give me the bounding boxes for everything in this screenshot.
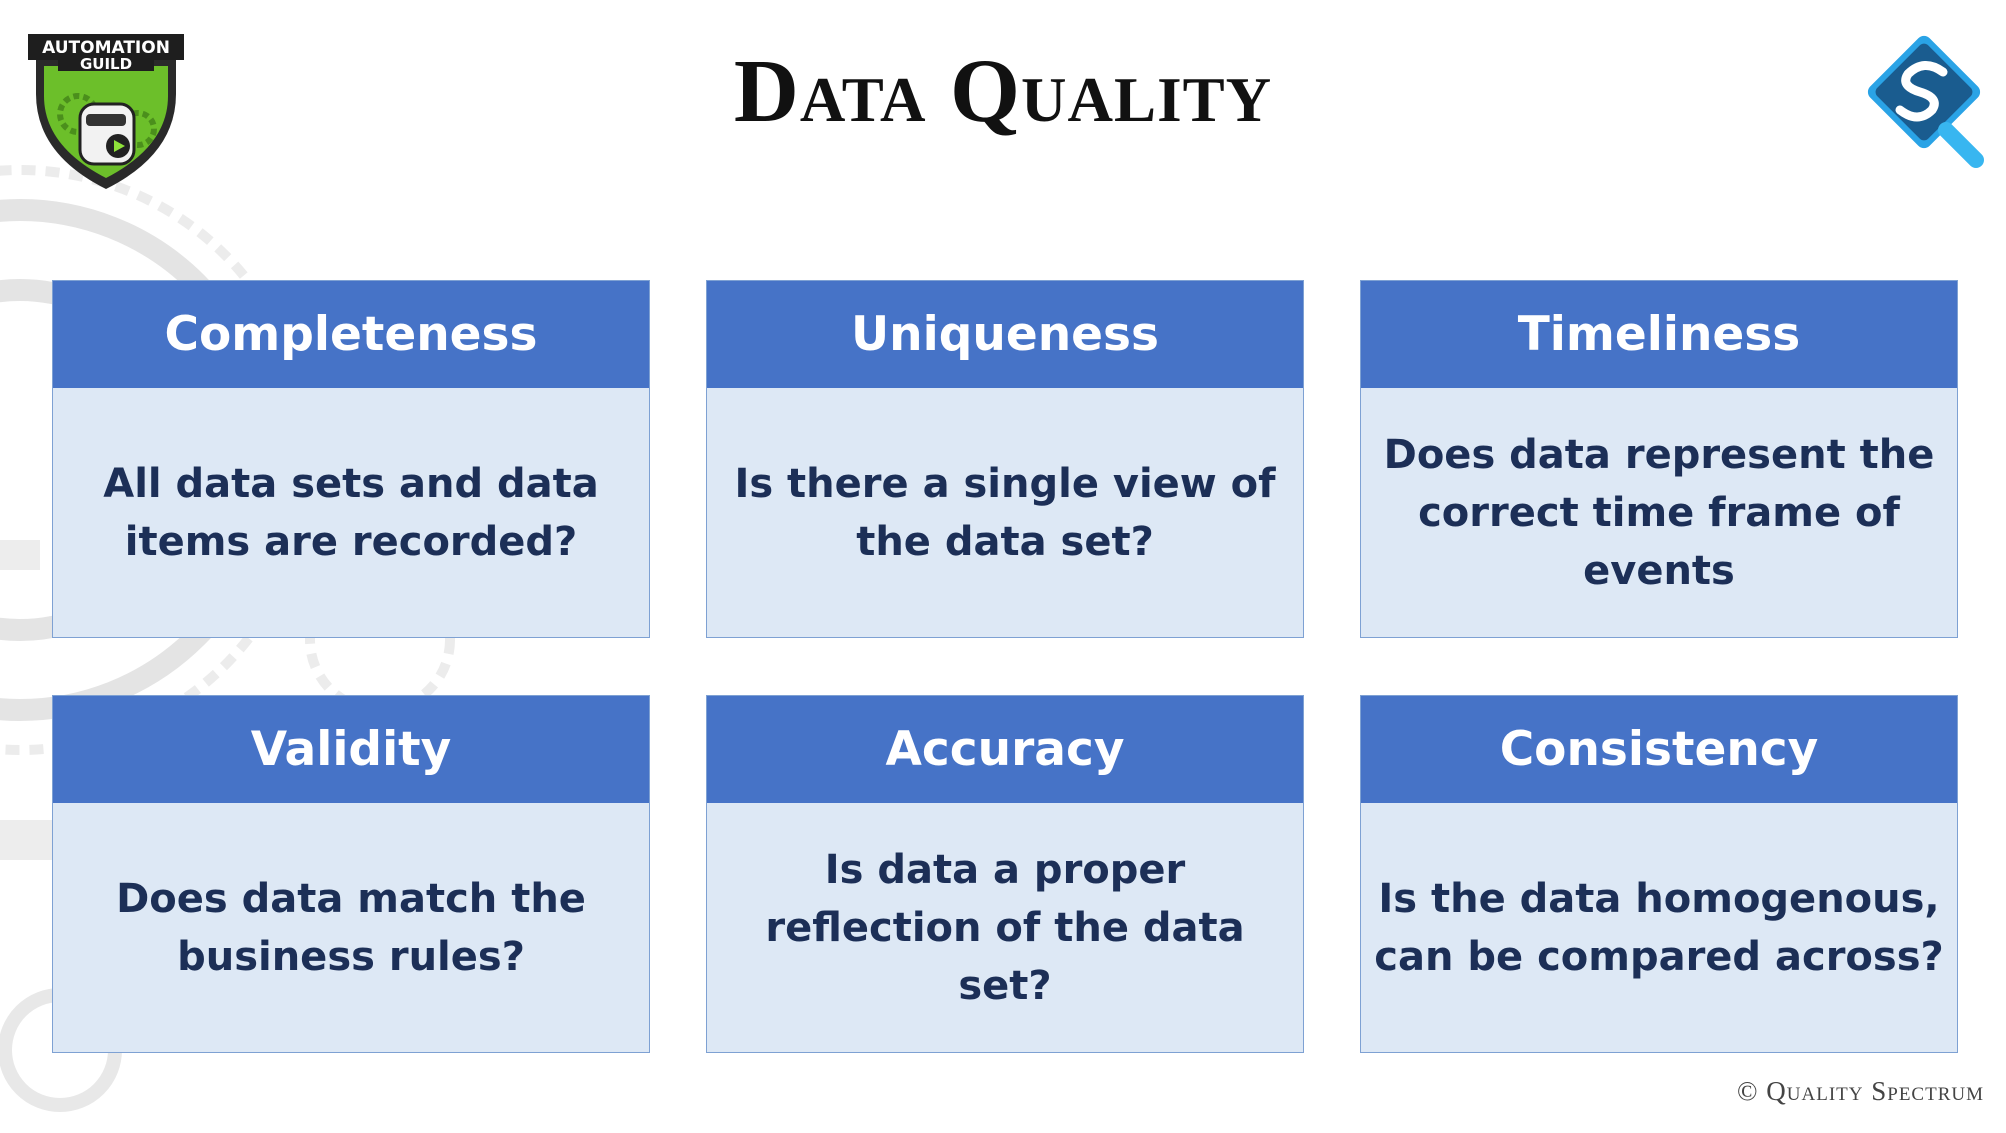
- card-text: All data sets and data items are recorde…: [103, 460, 599, 565]
- card-accuracy: Accuracy Is data a proper reflection of …: [706, 695, 1304, 1053]
- card-text: Is data a proper reflection of the data …: [765, 846, 1245, 1009]
- page-title: Data Quality: [733, 42, 1273, 141]
- card-validity: Validity Does data match the business ru…: [52, 695, 650, 1053]
- card-timeliness: Timeliness Does data represent the corre…: [1360, 280, 1958, 638]
- card-text: Does data represent the correct time fra…: [1383, 431, 1935, 594]
- card-uniqueness: Uniqueness Is there a single view of the…: [706, 280, 1304, 638]
- copyright-footer: © Quality Spectrum: [1737, 1076, 1984, 1106]
- automation-guild-logo: AUTOMATION GUILD: [28, 34, 184, 189]
- card-heading: Uniqueness: [707, 281, 1303, 388]
- card-text: Is there a single view of the data set?: [734, 460, 1276, 565]
- card-heading: Timeliness: [1361, 281, 1957, 388]
- card-text: Does data match the business rules?: [116, 875, 586, 980]
- card-heading: Accuracy: [707, 696, 1303, 803]
- svg-text:GUILD: GUILD: [80, 55, 132, 73]
- card-heading: Consistency: [1361, 696, 1957, 803]
- svg-text:AUTOMATION: AUTOMATION: [42, 38, 170, 58]
- card-text: Is the data homogenous, can be compared …: [1374, 875, 1944, 980]
- card-consistency: Consistency Is the data homogenous, can …: [1360, 695, 1958, 1053]
- card-heading: Validity: [53, 696, 649, 803]
- quality-spectrum-logo-icon: [1867, 35, 1984, 168]
- card-heading: Completeness: [53, 281, 649, 388]
- card-completeness: Completeness All data sets and data item…: [52, 280, 650, 638]
